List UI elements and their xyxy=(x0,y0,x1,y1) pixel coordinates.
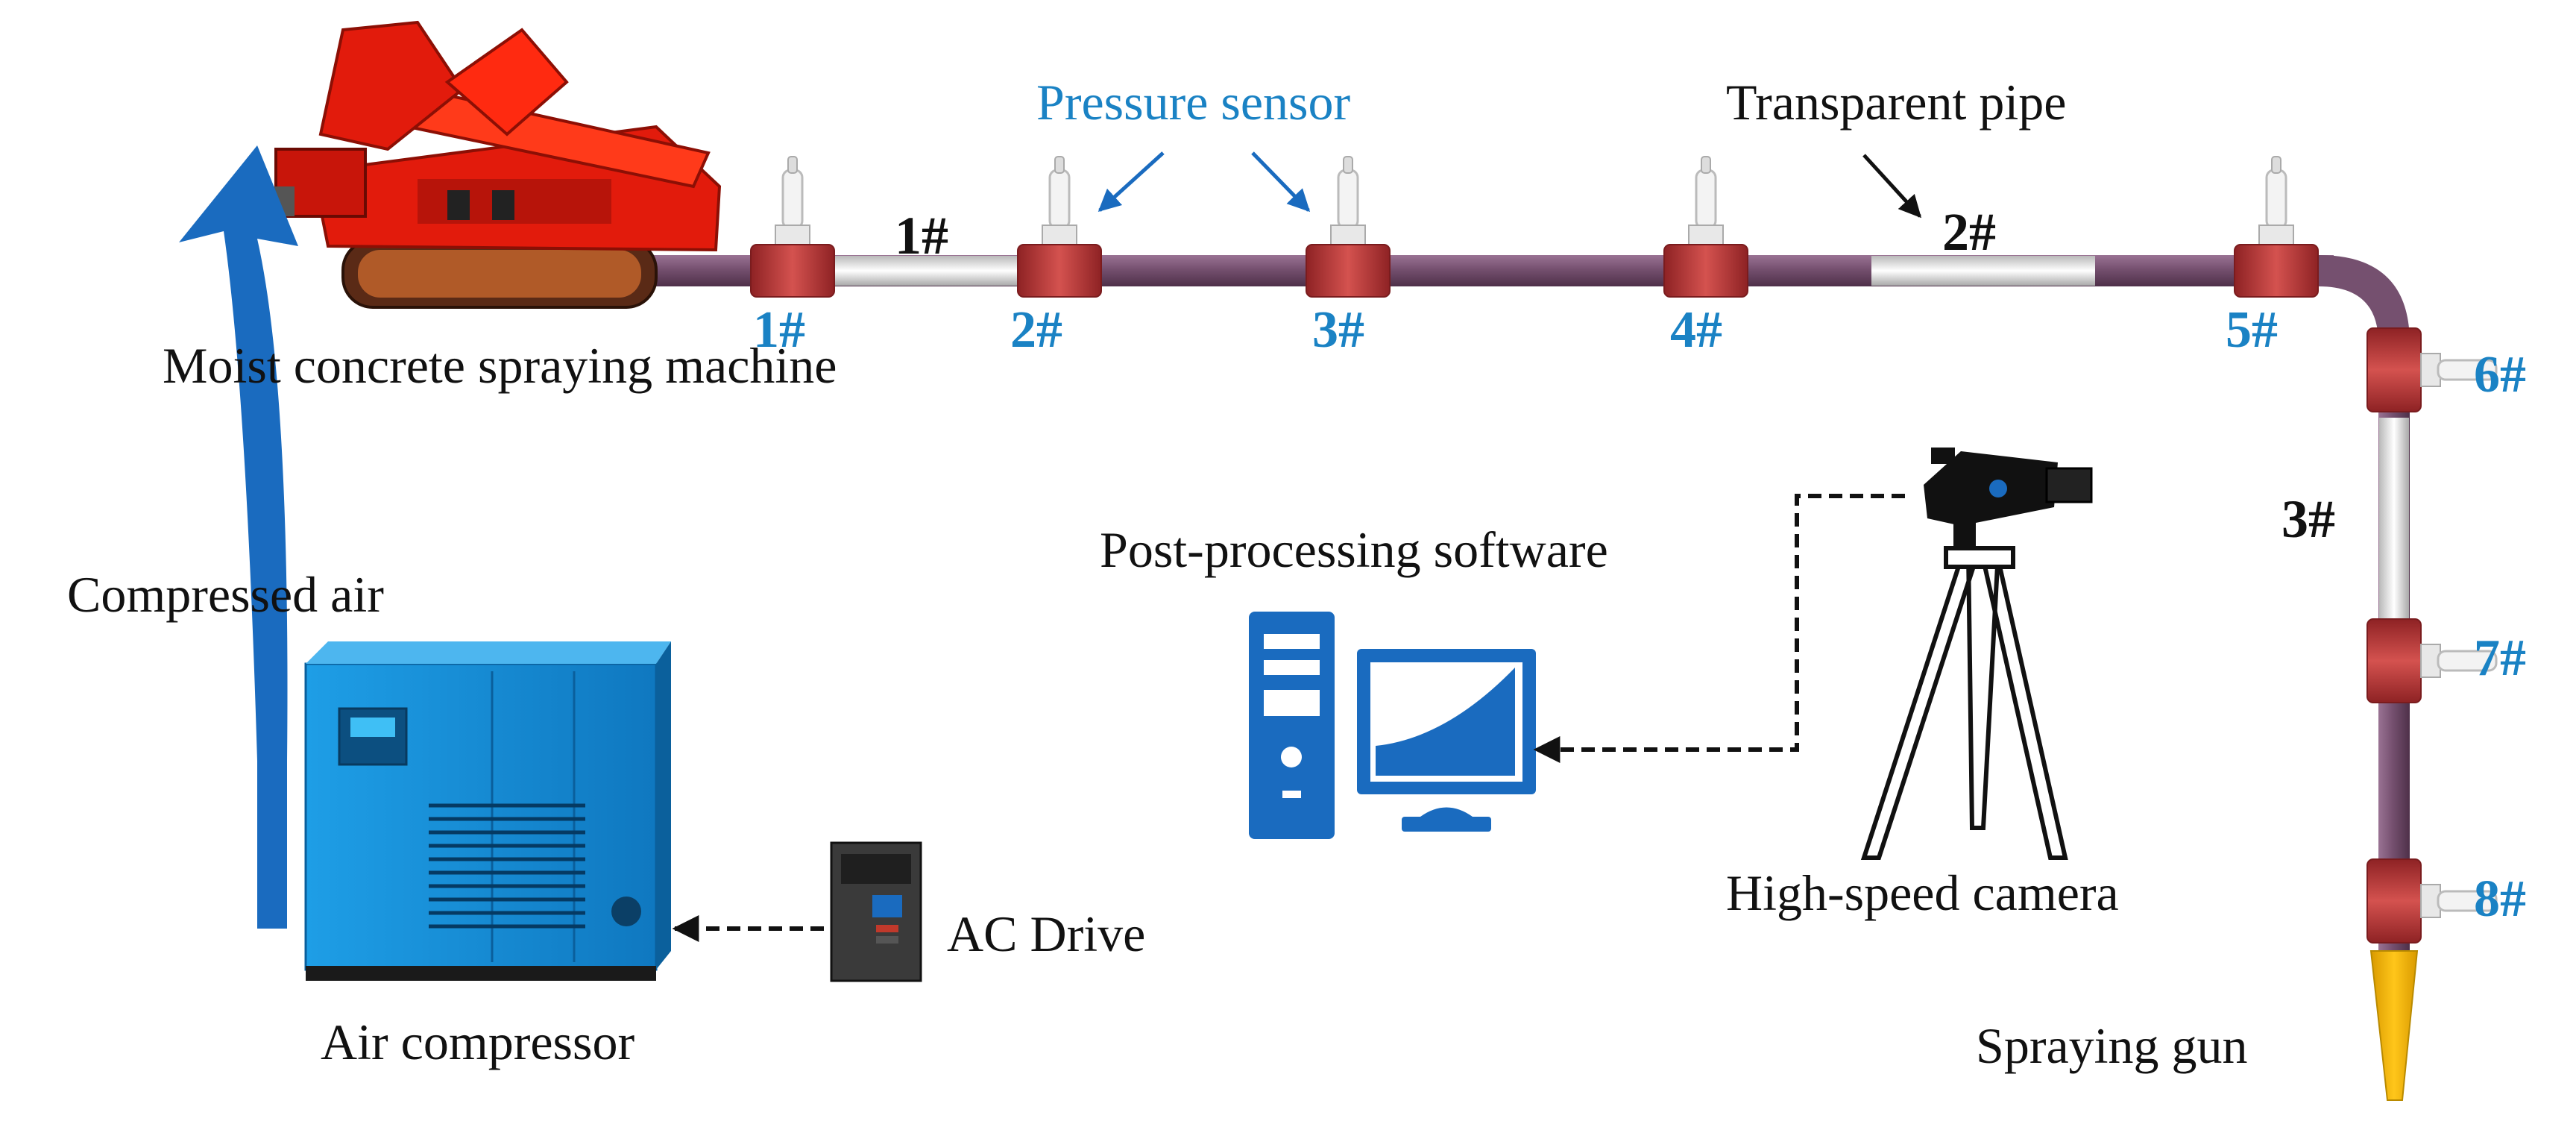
high-speed-camera-icon xyxy=(1860,448,2093,860)
computer-icon xyxy=(1249,612,1536,839)
ac-drive-icon xyxy=(830,841,922,982)
ac-drive-label: AC Drive xyxy=(947,905,1145,962)
transparent-segment-1 xyxy=(831,256,1025,286)
pipe-elbow xyxy=(2319,255,2410,343)
pressure-sensor-label: Pressure sensor xyxy=(1036,74,1351,131)
transparent-number-2: 2# xyxy=(1942,202,1996,262)
pressure-sensor-2 xyxy=(1017,156,1102,298)
transparent-pipe-pointer xyxy=(1862,154,1922,219)
transparent-number-1: 1# xyxy=(895,206,948,266)
air-compressor-label: Air compressor xyxy=(321,1014,634,1070)
camera-to-computer-arrow xyxy=(1533,494,1905,763)
pressure-sensor-8 xyxy=(2366,858,2498,944)
compressed-air-arrow xyxy=(179,145,298,929)
pipeline xyxy=(649,255,2419,1101)
pressure-sensor-1 xyxy=(750,156,835,298)
sensor-number-8: 8# xyxy=(2474,870,2526,928)
air-compressor-icon xyxy=(304,641,671,981)
transparent-segment-2 xyxy=(1871,256,2095,286)
sensor-number-4: 4# xyxy=(1670,301,1722,359)
pressure-sensor-6 xyxy=(2366,327,2498,412)
sensor-number-6: 6# xyxy=(2474,346,2526,404)
transparent-number-3: 3# xyxy=(2281,489,2335,549)
pressure-sensor-pointer-right xyxy=(1251,151,1311,213)
sensor-number-1: 1# xyxy=(753,301,805,359)
sensor-number-2: 2# xyxy=(1010,301,1062,359)
spraying-gun-label: Spraying gun xyxy=(1976,1017,2248,1074)
sensor-number-5: 5# xyxy=(2226,301,2278,359)
post-processing-label: Post-processing software xyxy=(1100,521,1608,578)
compressed-air-label: Compressed air xyxy=(67,566,384,623)
pressure-sensor-7 xyxy=(2366,618,2498,703)
compressor-vent xyxy=(429,803,585,929)
transparent-segment-3 xyxy=(2379,418,2409,627)
pressure-sensor-3 xyxy=(1306,156,1391,298)
spraying-gun-nozzle xyxy=(2369,950,2419,1101)
spraying-machine-icon xyxy=(265,20,722,309)
pressure-sensor-4 xyxy=(1663,156,1748,298)
sensor-number-3: 3# xyxy=(1312,301,1364,359)
pressure-sensor-5 xyxy=(2234,156,2319,298)
pressure-sensor-pointer-left xyxy=(1098,151,1165,213)
spraying-machine-label: Moist concrete spraying machine xyxy=(163,337,837,394)
sensor-number-7: 7# xyxy=(2474,629,2526,687)
sensors xyxy=(750,156,2498,944)
transparent-pipe-label: Transparent pipe xyxy=(1726,74,2066,131)
high-speed-camera-label: High-speed camera xyxy=(1726,864,2119,921)
